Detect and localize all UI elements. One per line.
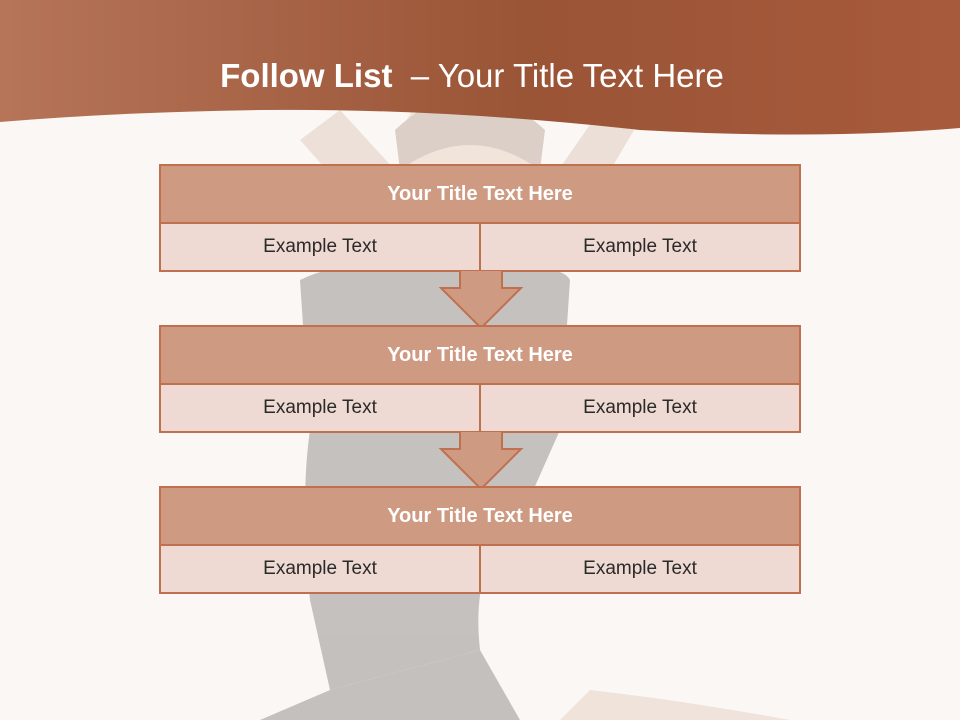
block-cell-left: Example Text <box>159 544 481 594</box>
block-cell-right: Example Text <box>479 222 801 272</box>
slide-title-bold: Follow List <box>220 57 393 94</box>
block-title: Your Title Text Here <box>159 164 801 224</box>
block-title: Your Title Text Here <box>159 325 801 385</box>
block-cell-left: Example Text <box>159 222 481 272</box>
block-cell-left: Example Text <box>159 383 481 433</box>
slide-title: Follow List – Your Title Text Here <box>0 54 944 98</box>
block-cell-right: Example Text <box>479 383 801 433</box>
arrow-down-icon <box>438 431 524 491</box>
slide-title-rest: – Your Title Text Here <box>392 57 724 94</box>
arrow-down-icon <box>438 270 524 330</box>
block-cell-right: Example Text <box>479 544 801 594</box>
header-banner <box>0 0 960 135</box>
block-title: Your Title Text Here <box>159 486 801 546</box>
